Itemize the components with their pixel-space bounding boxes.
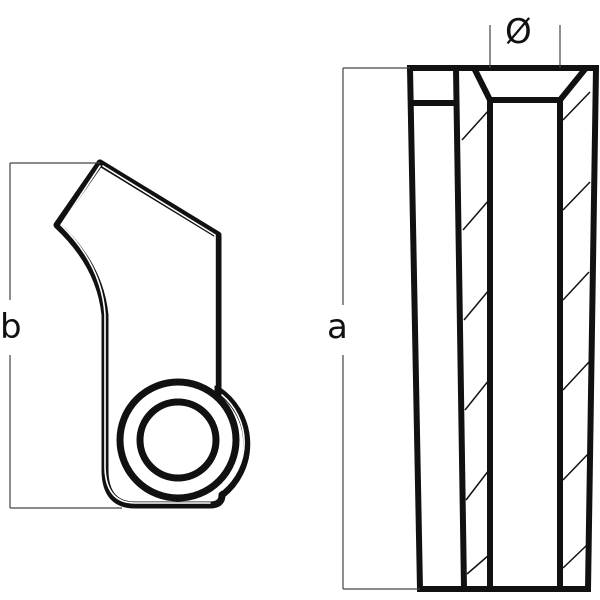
part-outline: [53, 159, 226, 509]
section-view-part: [406, 65, 600, 592]
section-outline: [406, 65, 600, 592]
dimension-b: [9, 162, 122, 509]
bore-chamfer: [471, 66, 589, 103]
dimension-b-label: b: [0, 307, 22, 347]
eye-inner-circle: [136, 398, 220, 482]
part-outer-arc: [214, 386, 251, 499]
side-view-part: [53, 159, 251, 509]
dimension-diameter-label: Ø: [505, 12, 532, 52]
dimension-a: [342, 67, 420, 590]
dimension-a-label: a: [327, 307, 348, 347]
dimension-diameter: [489, 25, 561, 68]
hatching: [461, 91, 591, 575]
eye-outer-circle: [116, 378, 240, 502]
part-top-edge: [96, 159, 222, 394]
inner-wall-left: [453, 67, 467, 590]
